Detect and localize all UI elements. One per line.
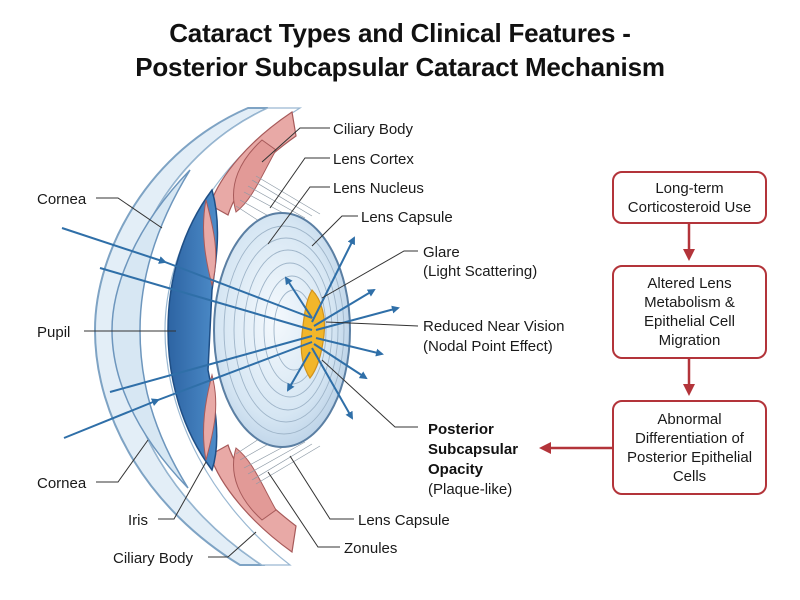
label-ciliary-body-top: Ciliary Body xyxy=(333,121,414,138)
label-opacity-1: Posterior xyxy=(428,421,494,438)
label-glare-sub: (Light Scattering) xyxy=(423,263,537,280)
ciliary-process-top xyxy=(233,139,277,213)
flow-step-abnormal-differentiation: Abnormal Differentiation of Posterior Ep… xyxy=(612,400,767,495)
label-pupil: Pupil xyxy=(37,324,70,341)
flow-step-corticosteroid: Long-term Corticosteroid Use xyxy=(612,171,767,224)
leader-lines xyxy=(84,127,419,558)
label-glare: Glare xyxy=(423,244,460,261)
label-lens-nucleus: Lens Nucleus xyxy=(333,180,424,197)
label-cornea-top: Cornea xyxy=(37,191,87,208)
page-title-line-2: Posterior Subcapsular Cataract Mechanism xyxy=(135,52,665,82)
label-opacity-3: Opacity xyxy=(428,461,484,478)
label-opacity-2: Subcapsular xyxy=(428,441,518,458)
ciliary-process-bottom xyxy=(233,447,277,521)
label-near-vision: Reduced Near Vision xyxy=(423,318,564,335)
label-cornea-bottom: Cornea xyxy=(37,475,87,492)
flow-step-altered-metabolism: Altered Lens Metabolism & Epithelial Cel… xyxy=(612,265,767,359)
label-lens-capsule-top: Lens Capsule xyxy=(361,209,453,226)
page-title-line-1: Cataract Types and Clinical Features - xyxy=(169,18,631,48)
label-ciliary-body-bottom: Ciliary Body xyxy=(113,550,194,567)
iris-root-bottom xyxy=(203,373,217,461)
label-lens-cortex: Lens Cortex xyxy=(333,151,414,168)
light-rays xyxy=(61,227,313,439)
label-opacity-4: (Plaque-like) xyxy=(428,481,512,498)
scattered-rays xyxy=(284,236,400,420)
flow-arrows xyxy=(539,224,695,454)
label-near-vision-sub: (Nodal Point Effect) xyxy=(423,338,553,355)
label-iris: Iris xyxy=(128,512,148,529)
iris-root-top xyxy=(203,199,217,287)
lens-capsule-shape xyxy=(213,212,351,448)
label-zonules: Zonules xyxy=(344,540,397,557)
cornea-shape xyxy=(111,169,191,489)
label-lens-capsule-bottom: Lens Capsule xyxy=(358,512,450,529)
